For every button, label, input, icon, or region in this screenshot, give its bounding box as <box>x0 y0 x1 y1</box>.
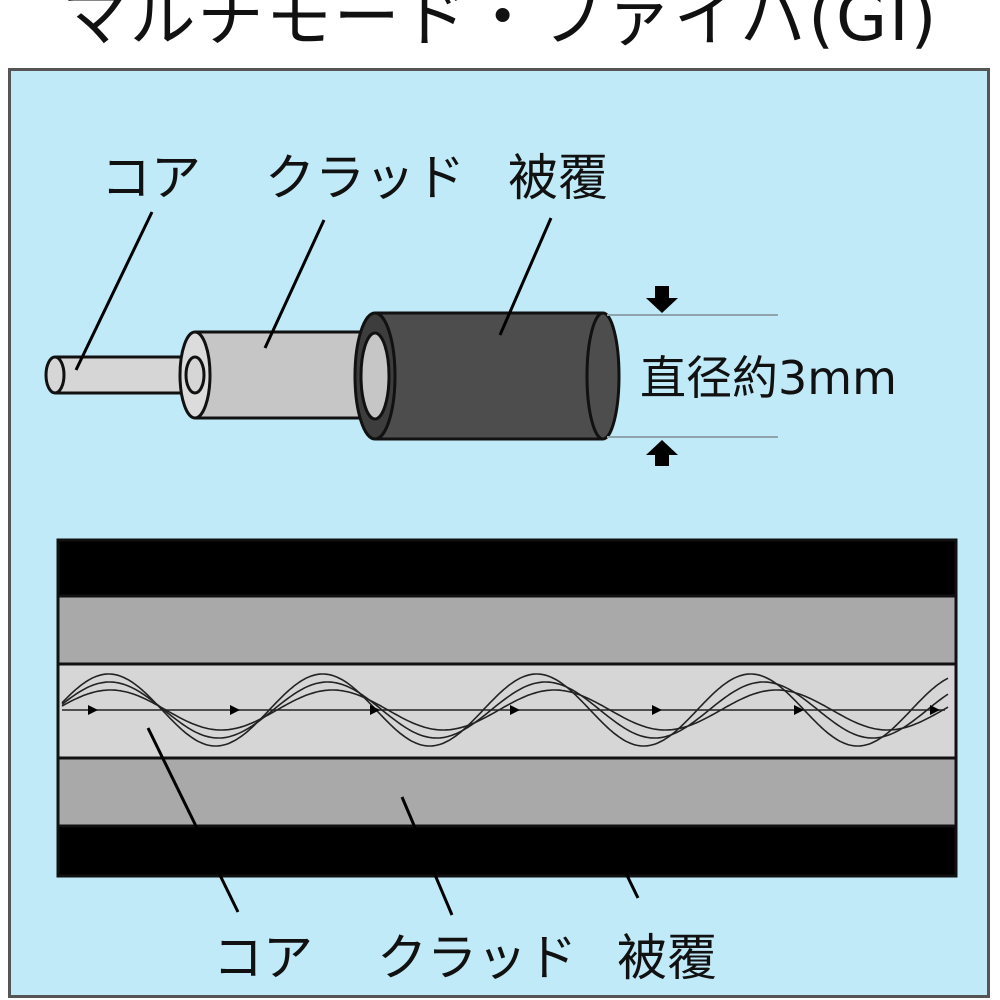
label-core-top: コア <box>101 149 201 207</box>
diameter-dimension <box>607 286 778 466</box>
top-leader-lines <box>74 211 553 371</box>
leader-core-top <box>74 211 154 371</box>
diameter-label: 直径約3mm <box>640 351 897 405</box>
fiber-cross-section <box>56 538 958 878</box>
label-coating-top: 被覆 <box>508 149 608 207</box>
arrow-down-icon <box>646 298 678 313</box>
core-cylinder <box>55 357 195 393</box>
arrowhead-icon <box>230 705 240 715</box>
arrowhead-icon <box>510 705 520 715</box>
label-coating-bottom: 被覆 <box>617 929 717 987</box>
core-end-face <box>44 355 66 395</box>
arrowhead-icon <box>652 705 662 715</box>
leader-clad-bottom <box>400 796 454 916</box>
arrow-up-icon <box>646 440 678 455</box>
coating-cylinder <box>375 313 603 439</box>
bottom-leader-lines <box>146 727 640 916</box>
light-wave <box>61 673 949 747</box>
clad-band-top <box>56 594 958 666</box>
label-core-bottom: コア <box>213 929 313 987</box>
label-clad-top: クラッド <box>265 149 465 207</box>
arrowhead-icon <box>930 705 940 715</box>
leader-core-bottom <box>146 727 240 913</box>
page-title: マルチモード・ファイバ(GI) <box>61 0 939 56</box>
clad-band-bottom <box>56 756 958 828</box>
arrowhead-icon <box>88 705 98 715</box>
core-band <box>56 662 958 760</box>
coating-band-bottom <box>56 824 958 878</box>
ray-arrowheads <box>88 705 940 715</box>
label-clad-bottom: クラッド <box>377 929 577 987</box>
arrowhead-icon <box>794 705 804 715</box>
arrowhead-icon <box>370 705 380 715</box>
leader-clad-top <box>263 219 326 349</box>
light-wave <box>61 681 949 739</box>
fiber-3d-illustration <box>44 311 621 441</box>
leader-coating-top <box>498 217 553 336</box>
coating-band-top <box>56 538 958 598</box>
clad-cylinder <box>195 332 375 418</box>
leader-coating-bottom <box>616 856 640 899</box>
light-wave <box>61 689 949 731</box>
